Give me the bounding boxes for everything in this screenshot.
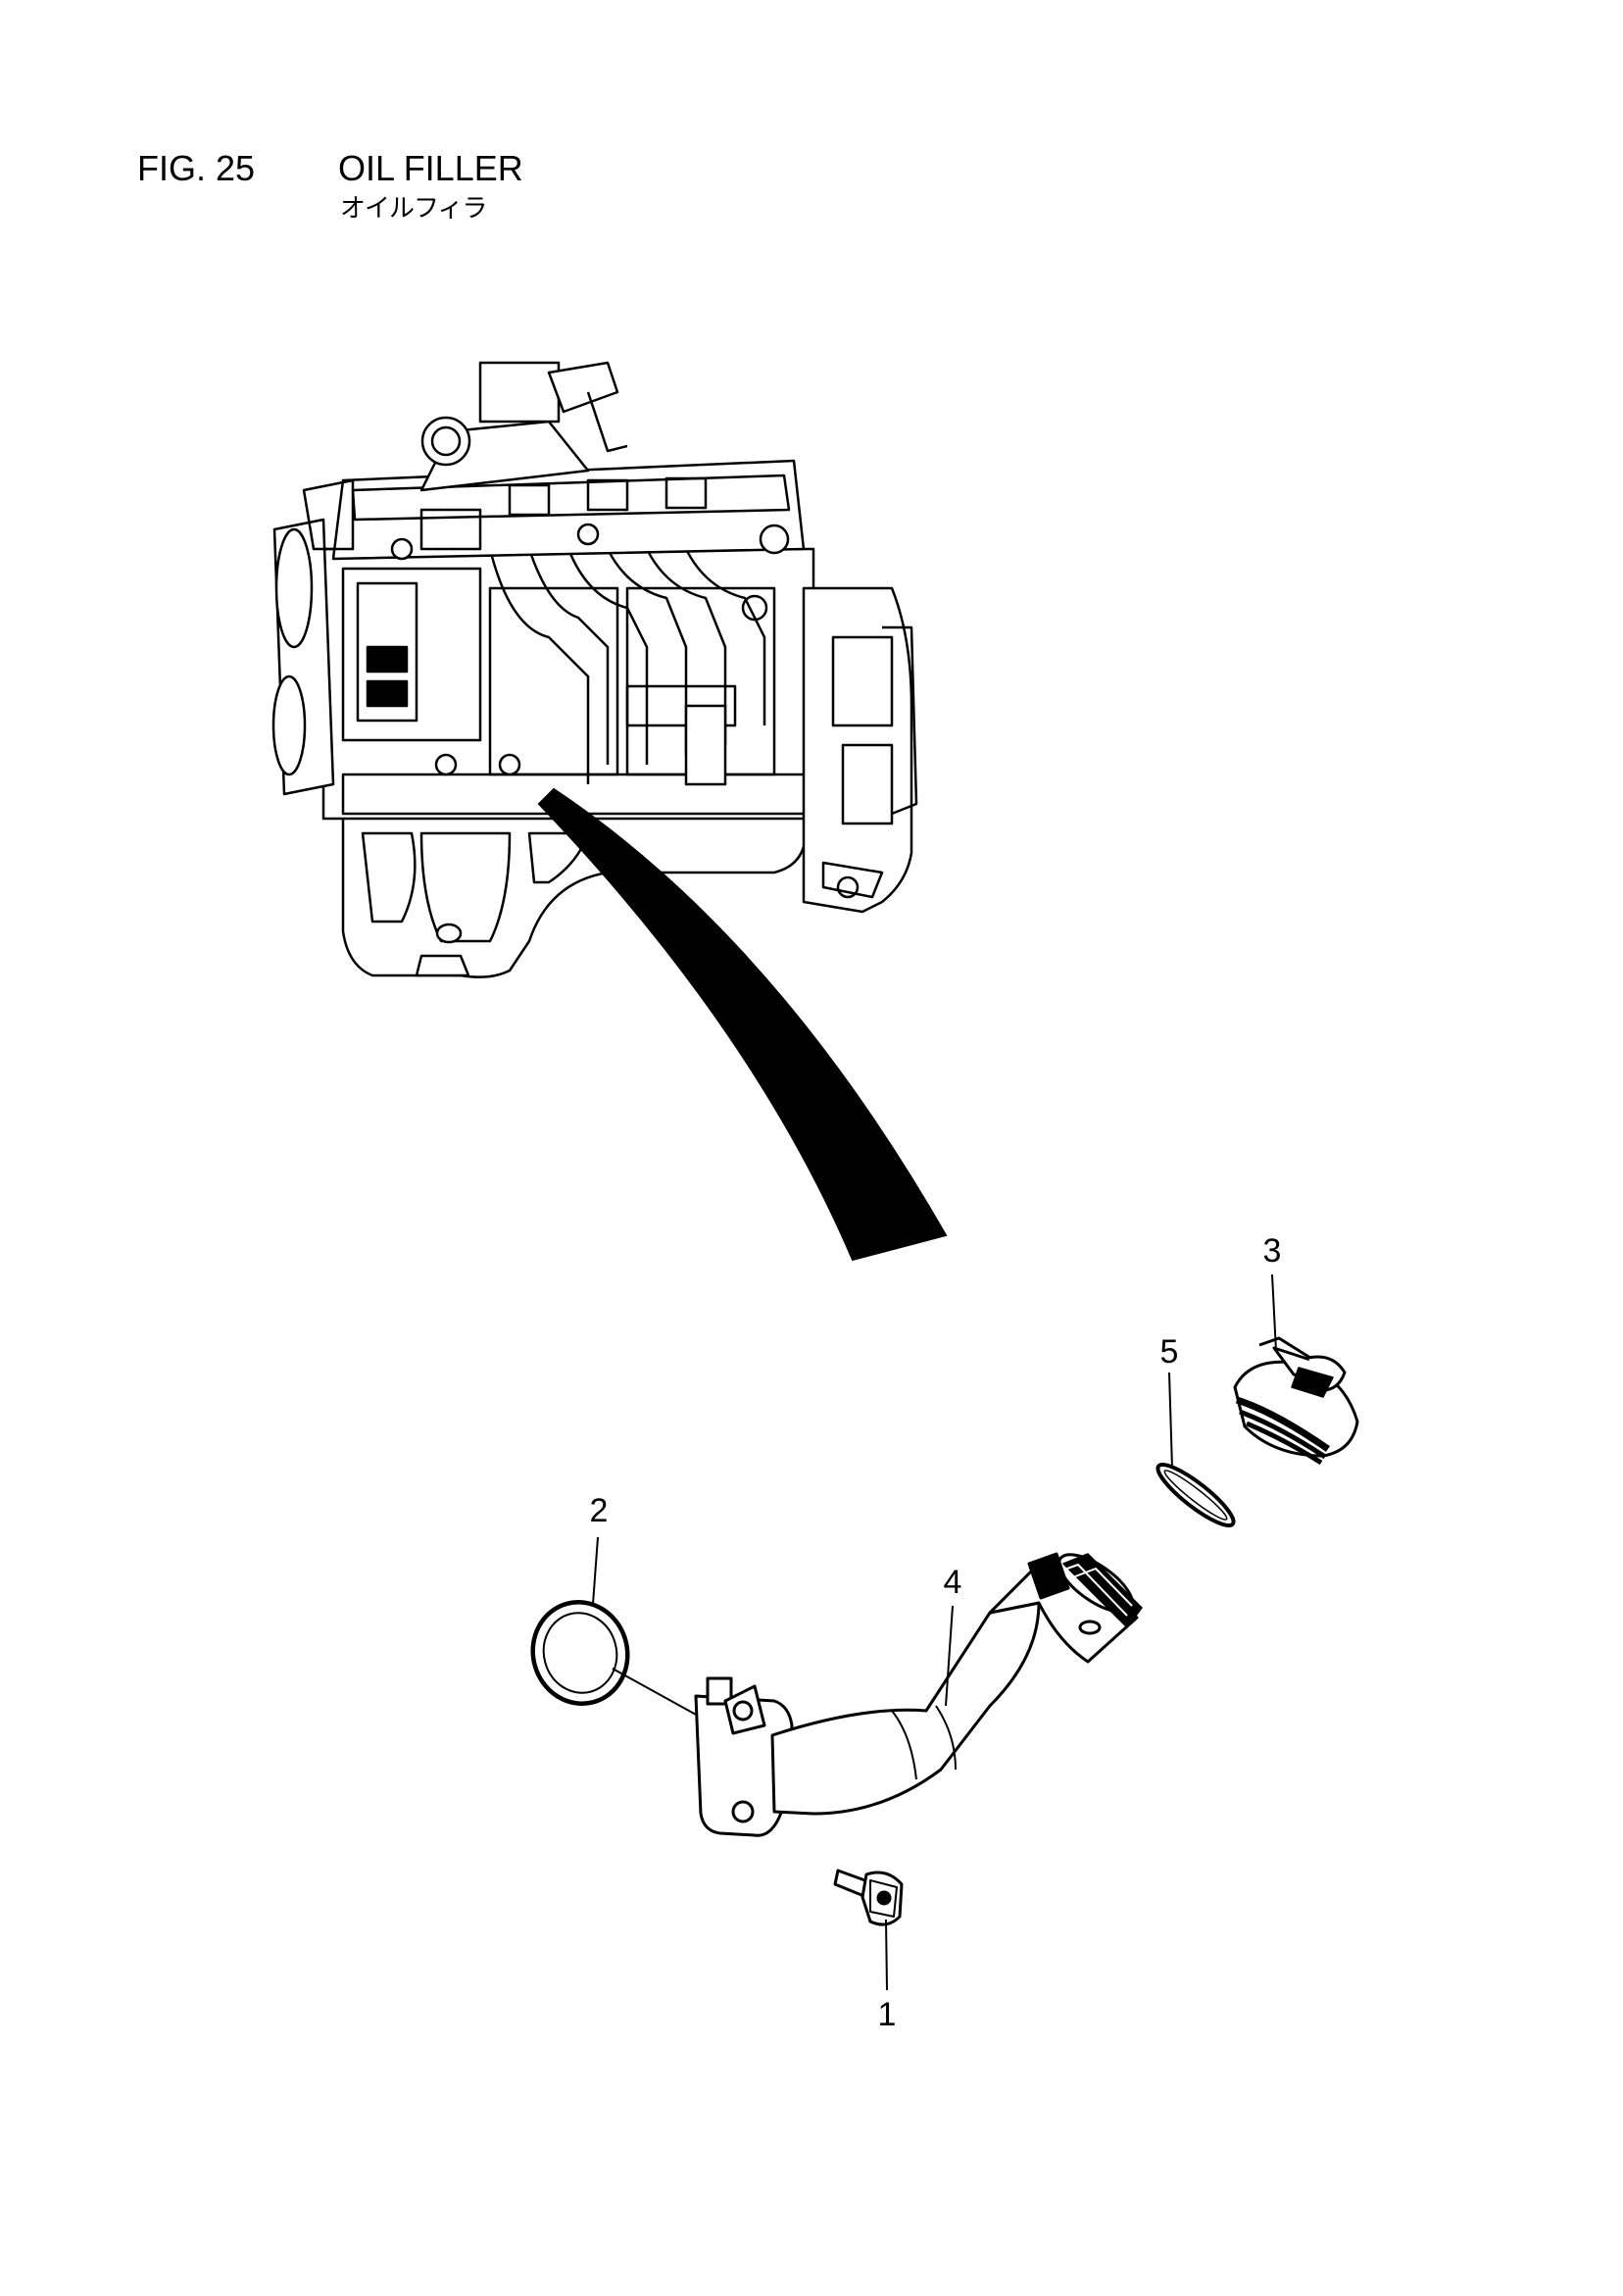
callout-2: 2 (590, 1492, 609, 1529)
figure-subtitle: オイルフィラ (340, 193, 487, 223)
callout-labels: 1 2 3 4 5 (590, 1232, 1282, 2033)
callout-5: 5 (1160, 1333, 1179, 1371)
figure-title: OIL FILLER (338, 148, 523, 188)
callout-4: 4 (944, 1564, 962, 1601)
callout-1: 1 (878, 1996, 897, 2033)
leader-line-3 (1271, 1273, 1277, 1352)
figure-header: FIG. 25 OIL FILLER オイルフィラ (137, 147, 1411, 255)
leader-line-1 (885, 1919, 888, 1991)
filler-cap-part (1233, 1336, 1359, 1466)
callout-3: 3 (1263, 1232, 1282, 1270)
cap-gasket-part (1156, 1462, 1236, 1528)
o-ring-part (530, 1600, 630, 1706)
figure-number: FIG. 25 (137, 148, 256, 188)
engine-assembly-drawing (271, 361, 918, 978)
leader-line-2 (592, 1536, 599, 1605)
leader-line-4 (945, 1605, 954, 1707)
leader-line-2-pipe (612, 1668, 699, 1717)
bolt-part (833, 1869, 904, 1926)
leader-lines (592, 1273, 1277, 1991)
detail-pointer (537, 787, 948, 1262)
leader-line-5 (1168, 1372, 1173, 1470)
filler-pipe-part (694, 1552, 1143, 1837)
